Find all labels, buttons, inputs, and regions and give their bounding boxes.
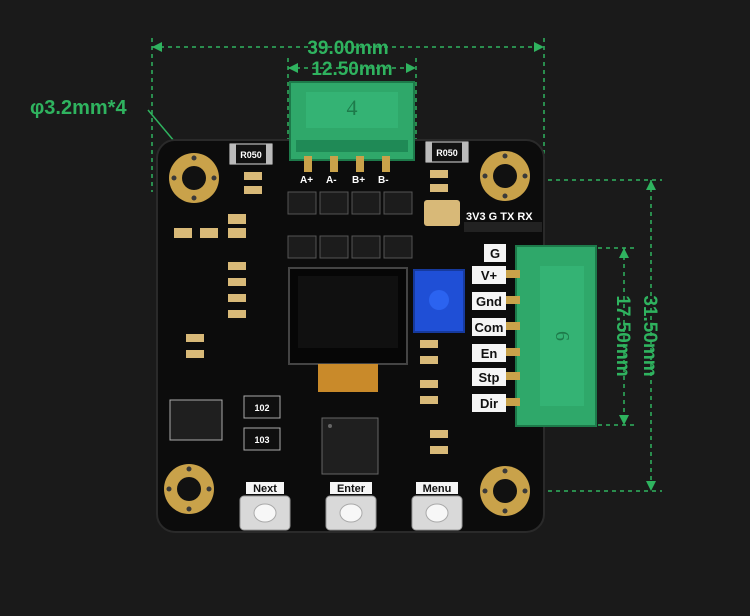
mounting-hole-top-left: [169, 153, 219, 203]
ic-chip-1: 102: [243, 395, 281, 419]
button-enter-label: Enter: [337, 483, 366, 495]
height-dimension-label: 31.50mm: [639, 295, 660, 376]
ic-chip-2: 103: [243, 427, 281, 451]
pin-label-a-minus: A-: [326, 175, 337, 186]
pin-label-vplus: V+: [481, 268, 498, 283]
ic-label: 103: [254, 435, 269, 445]
pin-label-stp: Stp: [479, 370, 500, 385]
side-connector-dimension-label: 17.50mm: [612, 295, 633, 376]
sense-resistor-right: R050: [425, 141, 469, 163]
button-next[interactable]: Next: [239, 482, 291, 531]
resistor-label: R050: [436, 148, 458, 158]
hole-size-label: φ3.2mm*4: [30, 97, 127, 119]
pin-label-column: G V+ Gnd Com En Stp Dir: [472, 244, 506, 412]
top-motor-connector: 4: [289, 81, 415, 172]
dimension-arrows: [152, 42, 656, 491]
top-connector-pin-labels: A+ A- B+ B-: [300, 175, 389, 186]
mcu-chip: [321, 417, 379, 475]
capacitor: [424, 200, 460, 226]
pin-label-com: Com: [475, 320, 504, 335]
sense-resistor-left: R050: [229, 143, 273, 165]
width-dimension-label: 39.00mm: [307, 38, 388, 59]
serial-header-label: 3V3 G TX RX: [466, 211, 533, 223]
pin-label-a-plus: A+: [300, 175, 313, 186]
trimmer-potentiometer: [413, 269, 465, 333]
ic-label: 102: [254, 403, 269, 413]
pin-label-gnd: Gnd: [476, 294, 502, 309]
button-menu[interactable]: Menu: [411, 482, 463, 531]
top-connector-number: 4: [347, 95, 358, 120]
resistor-label: R050: [240, 150, 262, 160]
button-enter[interactable]: Enter: [325, 482, 377, 531]
pin-label-b-minus: B-: [378, 175, 389, 186]
hole-rivets: [166, 153, 528, 514]
pin-label-g: G: [490, 246, 500, 261]
pin-label-en: En: [481, 346, 498, 361]
side-connector-number: 6: [551, 331, 573, 341]
connector-spacing-label: 12.50mm: [311, 59, 392, 80]
pin-label-dir: Dir: [480, 396, 498, 411]
mounting-hole-top-right: [480, 151, 530, 201]
oled-display: [288, 267, 408, 392]
serial-header: 3V3 G TX RX: [464, 211, 542, 232]
mounting-hole-bottom-right: [480, 466, 530, 516]
driver-chip-left: [169, 399, 223, 441]
mounting-hole-bottom-left: [164, 464, 214, 514]
smd-components: [174, 170, 448, 454]
button-menu-label: Menu: [423, 483, 452, 495]
mosfet-array: [287, 191, 413, 259]
side-control-connector: 6: [506, 245, 597, 427]
button-next-label: Next: [253, 483, 277, 495]
pin-label-b-plus: B+: [352, 175, 365, 186]
mounting-holes: [164, 151, 530, 516]
